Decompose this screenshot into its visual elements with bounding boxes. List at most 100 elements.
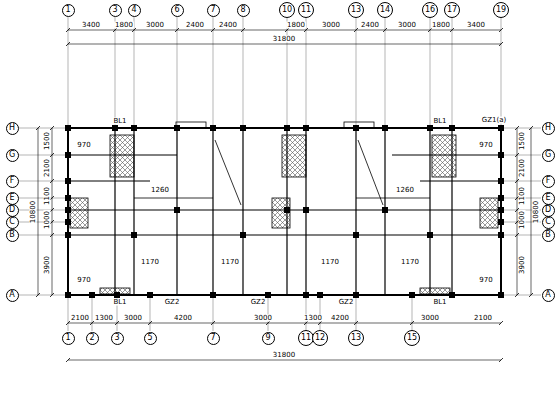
- axis-bubble: G: [6, 149, 19, 162]
- dimension: 4200: [173, 315, 193, 322]
- axis-bubble: C: [542, 216, 555, 229]
- member-tag: 1260: [150, 187, 170, 194]
- axis-label: D: [9, 206, 15, 214]
- axis-label: 1: [65, 334, 70, 342]
- dimension: 2400: [185, 22, 205, 29]
- dimension: 3000: [420, 315, 440, 322]
- axis-label: 16: [425, 6, 435, 14]
- dimension: 2100: [70, 315, 90, 322]
- dimension: 1500: [44, 131, 51, 151]
- axis-label: 7: [210, 6, 215, 14]
- axis-bubble: E: [542, 192, 555, 205]
- dimension: 2400: [360, 22, 380, 29]
- axis-label: B: [9, 231, 15, 239]
- outer-wall: [68, 128, 501, 295]
- dimension: 3900: [44, 255, 51, 275]
- dimension: 2400: [218, 22, 238, 29]
- axis-label: 17: [447, 6, 457, 14]
- axis-label: E: [9, 194, 14, 202]
- axis-label: 1: [65, 6, 70, 14]
- axis-bubble: 3: [109, 4, 122, 17]
- axis-label: 8: [240, 6, 245, 14]
- axis-bubble: 13: [348, 2, 364, 18]
- dimension: 3000: [397, 22, 417, 29]
- member-tag: BL1: [432, 299, 447, 306]
- member-tag: 1170: [220, 259, 240, 266]
- dimension: 2100: [519, 158, 526, 178]
- axis-label: 10: [282, 6, 292, 14]
- dimension: 1100: [44, 186, 51, 206]
- axis-label: 13: [351, 334, 361, 342]
- axis-bubble: B: [6, 229, 19, 242]
- axis-label: 11: [301, 6, 311, 14]
- dimension: 10800: [30, 200, 37, 224]
- member-tag: BL1: [432, 118, 447, 125]
- member-tag: 1260: [395, 187, 415, 194]
- axis-bubble: A: [542, 289, 555, 302]
- axis-bubble: F: [542, 175, 555, 188]
- axis-bubble: 2: [86, 332, 99, 345]
- axis-label: H: [545, 124, 551, 132]
- axis-label: 15: [407, 334, 417, 342]
- dimension: 31800: [272, 352, 296, 359]
- axis-label: B: [545, 231, 551, 239]
- axis-bubble: 9: [262, 332, 275, 345]
- axis-label: G: [9, 151, 15, 159]
- axis-bubble: D: [6, 204, 19, 217]
- axis-bubble: H: [542, 122, 555, 135]
- axis-label: 14: [380, 6, 390, 14]
- axis-label: 5: [147, 334, 152, 342]
- axis-label: 3: [112, 6, 117, 14]
- member-tag: GZ2: [250, 299, 267, 306]
- axis-label: H: [9, 124, 15, 132]
- axis-label: 11: [301, 334, 311, 342]
- axis-label: 9: [265, 334, 270, 342]
- axis-label: 12: [315, 334, 325, 342]
- member-tag: 1170: [400, 259, 420, 266]
- axis-label: 7: [210, 334, 215, 342]
- dimension: 3000: [253, 315, 273, 322]
- axis-bubble: 1: [62, 332, 75, 345]
- axis-bubble: D: [542, 204, 555, 217]
- dimension: 4200: [330, 315, 350, 322]
- dimension: 31800: [272, 36, 296, 43]
- axis-label: C: [9, 218, 15, 226]
- dimension: 1000: [44, 210, 51, 230]
- axis-bubble: G: [542, 149, 555, 162]
- dimension: 3400: [81, 22, 101, 29]
- member-tag: GZ2: [164, 299, 181, 306]
- axis-label: 3: [114, 334, 119, 342]
- dimension: 1500: [519, 131, 526, 151]
- dimension: 3000: [145, 22, 165, 29]
- axis-bubble: 3: [111, 332, 124, 345]
- dimension: 1800: [114, 22, 134, 29]
- axis-label: 4: [131, 6, 136, 14]
- axis-bubble: E: [6, 192, 19, 205]
- axis-bubble: 10: [279, 2, 295, 18]
- axis-label: A: [545, 291, 550, 299]
- axis-label: 6: [174, 6, 179, 14]
- dimension: 2100: [473, 315, 493, 322]
- axis-bubble: A: [6, 289, 19, 302]
- axis-bubble: 7: [207, 332, 220, 345]
- axis-label: E: [545, 194, 550, 202]
- dimension: 1300: [303, 315, 323, 322]
- axis-bubble: 13: [348, 330, 364, 346]
- axis-label: A: [9, 291, 14, 299]
- dimension: 1800: [286, 22, 306, 29]
- axis-bubble: 7: [207, 4, 220, 17]
- axis-bubble: H: [6, 122, 19, 135]
- axis-bubble: 17: [444, 2, 460, 18]
- axis-label: D: [545, 206, 551, 214]
- dimension: 3000: [123, 315, 143, 322]
- member-tag: 970: [76, 277, 91, 284]
- axis-bubble: 11: [298, 2, 314, 18]
- dimension: 1800: [431, 22, 451, 29]
- stair-lines: [176, 122, 383, 205]
- axis-bubble: B: [542, 229, 555, 242]
- dimension: 1000: [519, 210, 526, 230]
- axis-label: G: [545, 151, 551, 159]
- axis-bubble: 14: [377, 2, 393, 18]
- axis-bubble: C: [6, 216, 19, 229]
- axis-label: F: [546, 177, 551, 185]
